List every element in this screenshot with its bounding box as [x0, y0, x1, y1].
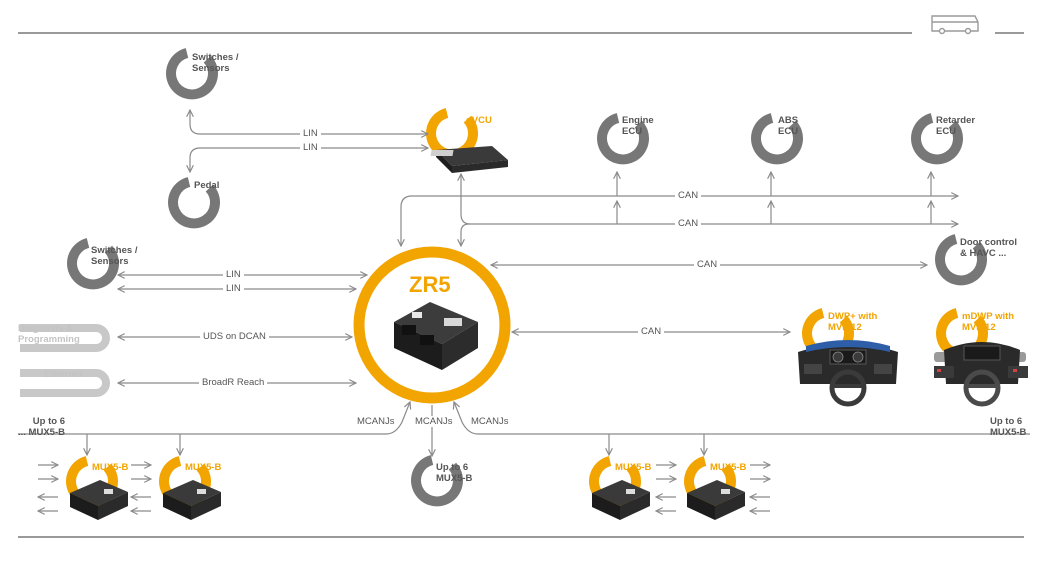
- mdwp-label: mDWP with MVP 12: [962, 311, 1015, 333]
- can-bus-2-line: [461, 224, 958, 246]
- switches-top-label: Switches / Sensors: [192, 52, 239, 74]
- pedal-node: [168, 177, 220, 229]
- retarder-ecu-node: [911, 113, 963, 165]
- gvcu-label: gVCU: [466, 115, 492, 126]
- mux-io-arrows: [38, 465, 770, 511]
- ethernet-label: Ethernet: [44, 369, 83, 380]
- mux4-label: MUX5-B: [710, 462, 747, 473]
- mux3-label: MUX5-B: [615, 462, 652, 473]
- dwp-dashboard-icon: [798, 340, 898, 407]
- bus-icon: [931, 15, 979, 35]
- diagnosis-port: [20, 324, 110, 352]
- lin-gvcu-label-2: LIN: [300, 142, 321, 153]
- mux2-device-icon: [163, 480, 221, 520]
- lin-gvcu-switches-line: [190, 110, 428, 134]
- mux4-device-icon: [687, 480, 745, 520]
- can-bus-1-line: [401, 196, 958, 246]
- switches-left-label: Switches / Sensors: [91, 245, 138, 267]
- upto-left-label: Up to 6 ... MUX5-B: [18, 416, 65, 438]
- can-door-label: CAN: [694, 259, 721, 270]
- upto-center-label: Up to 6 MUX5-B: [436, 462, 473, 484]
- upto-center-node: [411, 455, 463, 507]
- uds-label: UDS on DCAN: [200, 331, 269, 342]
- can-top-label-2: CAN: [675, 218, 702, 229]
- engine-ecu-node: [597, 113, 649, 165]
- mcan-left-line: [18, 402, 410, 435]
- gvcu-bus-drop-line: [460, 185, 471, 225]
- mux1-device-icon: [70, 480, 128, 520]
- engine-ecu-label: Engine ECU: [622, 115, 654, 137]
- ethernet-port: [20, 369, 110, 397]
- can-dwp-label: CAN: [638, 326, 665, 337]
- lin-gvcu-label-1: LIN: [300, 128, 321, 139]
- pedal-label: Pedal: [194, 180, 220, 191]
- lin-gvcu-pedal-line: [190, 148, 428, 172]
- mux1-label: MUX5-B: [92, 462, 129, 473]
- mcan-right-label: MCANJs: [468, 416, 512, 427]
- mux3-device-icon: [592, 480, 650, 520]
- retarder-ecu-label: Retarder ECU: [936, 115, 976, 137]
- can-top-label-1: CAN: [675, 190, 702, 201]
- abs-ecu-node: [751, 113, 803, 165]
- diagnosis-label: Diagnosis & Programming: [18, 323, 80, 345]
- zr5-ring: [353, 246, 511, 404]
- mcan-right-line: [454, 402, 1030, 435]
- switches-top-node: [166, 48, 218, 100]
- broadr-label: BroadR Reach: [199, 377, 268, 388]
- mux2-label: MUX5-B: [185, 462, 222, 473]
- abs-ecu-label: ABS ECU: [778, 115, 799, 137]
- upto-right-label: Up to 6 MUX5-B: [990, 416, 1027, 438]
- gvcu-device-icon: [430, 146, 508, 173]
- door-control-label: Door control & HAVC ...: [960, 237, 1017, 259]
- lin-left-label-1: LIN: [223, 269, 244, 280]
- dwp-label: DWP+ with MVP 12: [828, 311, 878, 333]
- lin-left-label-2: LIN: [223, 283, 244, 294]
- mcan-left-label: MCANJs: [354, 416, 398, 427]
- mdwp-dashboard-icon: [934, 342, 1028, 407]
- switches-left-node: [67, 238, 119, 290]
- zr5-label: ZR5: [409, 272, 451, 297]
- zr5-device-icon: [394, 302, 478, 370]
- door-control-node: [935, 234, 987, 286]
- mcan-center-label: MCANJs: [412, 416, 456, 427]
